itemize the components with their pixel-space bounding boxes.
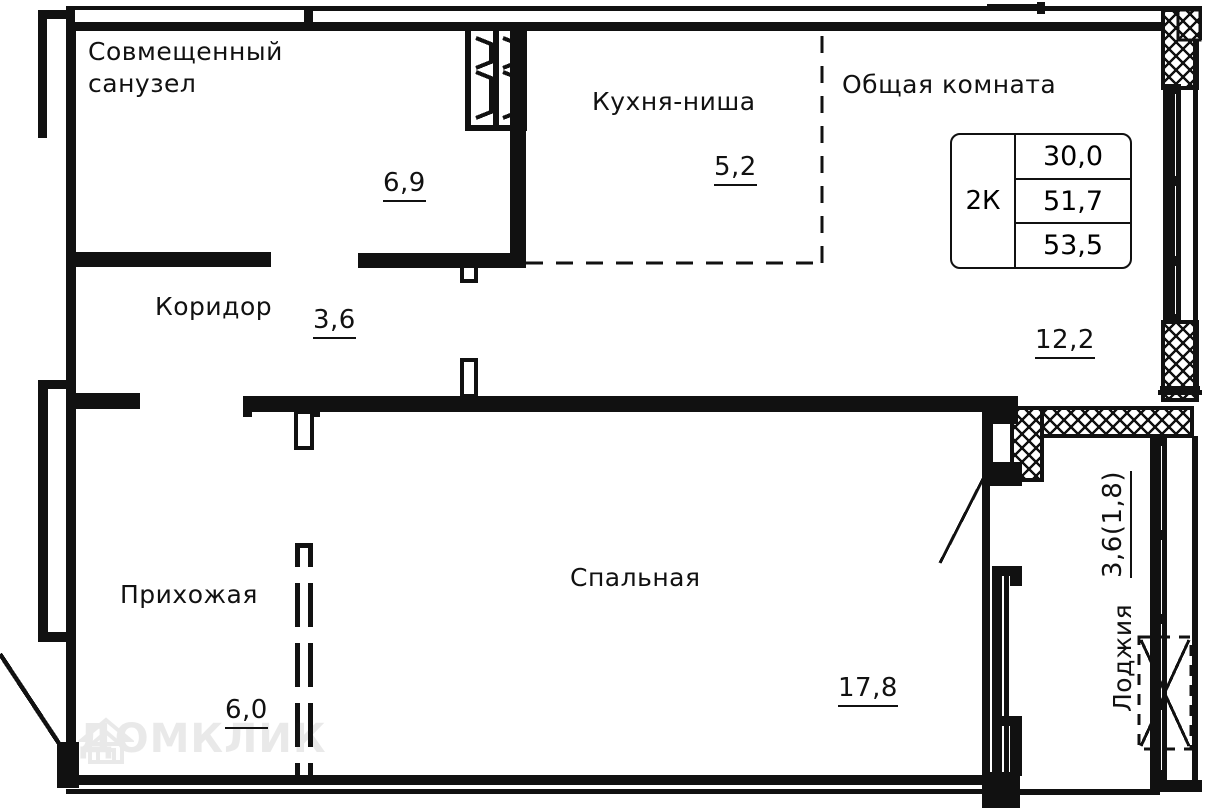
entry-door-swing [0,652,64,750]
kitchen-niche-boundary [526,31,824,265]
room-label-entry-hall: Прихожая [120,580,258,609]
room-area-entry-hall: 6,0 [225,695,268,729]
door-jamb-marks [294,261,478,450]
room-label-bedroom: Спальная [570,563,701,592]
kitchen-window-symbol [465,23,527,131]
hall-bedroom-partition [295,543,313,785]
bedroom-balcony-door [992,566,1022,776]
interior-walls [76,31,1022,776]
info-total-with-loggia: 53,5 [1042,230,1104,262]
info-areas: 30,0 51,7 53,5 [1016,135,1130,267]
room-area-kitchen: 5,2 [714,152,757,186]
wall-nubs [1037,2,1200,394]
room-area-bathroom: 6,9 [383,168,426,202]
room-area-living: 12,2 [1035,325,1095,359]
apartment-info-box: 2К 30,0 51,7 53,5 [950,133,1132,269]
room-label-bathroom: Совмещенный санузел [88,37,283,98]
room-label-living: Общая комната [842,70,1057,99]
info-total-area: 51,7 [1016,180,1130,225]
info-living-area: 30,0 [1016,135,1130,180]
room-label-kitchen: Кухня-ниша [592,87,756,116]
loggia-door-symbol [1137,635,1193,751]
loggia-glazing [1150,436,1202,792]
room-label-corridor: Коридор [155,292,273,321]
room-area-bedroom: 17,8 [838,673,898,707]
info-rooms-count: 2К [952,135,1016,267]
loggia-leader-line [938,472,988,564]
living-room-glazing [1158,40,1202,395]
room-label-loggia: Лоджия [1108,603,1137,712]
room-area-loggia: 3,6(1,8) [1098,471,1132,578]
room-area-corridor: 3,6 [313,305,356,339]
